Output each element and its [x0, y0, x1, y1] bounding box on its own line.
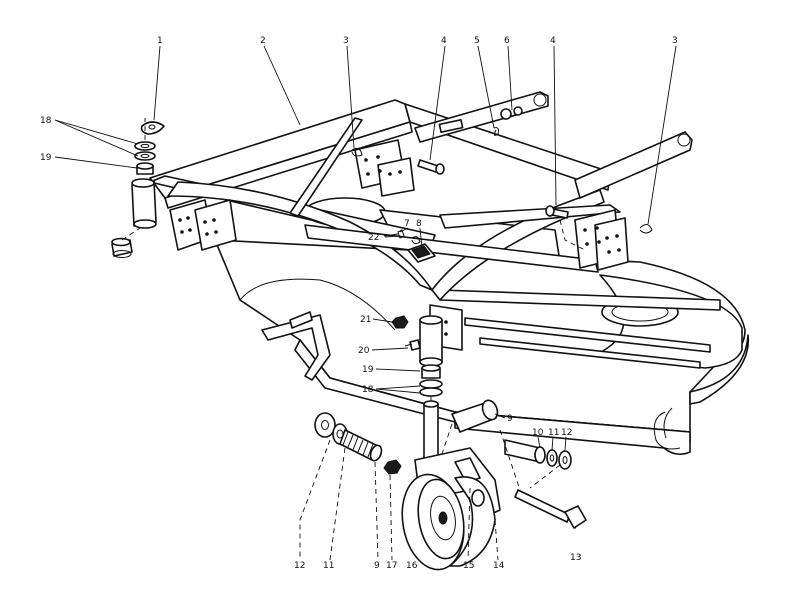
callout-12-left: 12: [294, 561, 305, 571]
callout-11-right: 11: [548, 428, 559, 438]
callout-9-right: 9: [507, 414, 513, 424]
callout-14: 14: [493, 561, 505, 571]
caster-wheel-assembly: [314, 399, 587, 571]
main-frame: [149, 91, 693, 301]
callout-8: 8: [416, 219, 422, 229]
callout-4-right: 4: [550, 36, 556, 46]
callout-18-center: 18: [362, 385, 374, 395]
left-side-arm: [261, 311, 331, 381]
mounting-brackets: [169, 139, 629, 351]
callout-19-center: 19: [362, 365, 374, 375]
callout-6: 6: [504, 36, 510, 46]
callout-10: 10: [532, 428, 544, 438]
assembly-lines: [121, 118, 586, 561]
callout-labels: 1 2 3 4 5 6 4 3 18 19 7 8 22 21 20 19 18…: [40, 36, 678, 571]
callout-5: 5: [474, 36, 480, 46]
callout-4: 4: [441, 36, 447, 46]
callout-15: 15: [463, 561, 474, 571]
callout-20: 20: [358, 346, 370, 356]
callout-16: 16: [406, 561, 418, 571]
center-caster-post: [383, 229, 443, 397]
callout-12-right: 12: [561, 428, 572, 438]
callout-21: 21: [360, 315, 371, 325]
left-caster-post: [111, 121, 165, 258]
callout-19-left: 19: [40, 153, 52, 163]
callout-3: 3: [343, 36, 349, 46]
callout-13: 13: [570, 553, 581, 563]
callout-18-left: 18: [40, 116, 52, 126]
callout-17: 17: [386, 561, 397, 571]
callout-11-left: 11: [323, 561, 334, 571]
callout-2: 2: [260, 36, 266, 46]
callout-9-left: 9: [374, 561, 380, 571]
callout-1: 1: [157, 36, 163, 46]
leader-lines: [54, 45, 677, 529]
callout-3-right: 3: [672, 36, 678, 46]
pins-and-hardware: [351, 127, 653, 234]
callout-22: 22: [368, 233, 379, 243]
callout-7: 7: [404, 219, 410, 229]
